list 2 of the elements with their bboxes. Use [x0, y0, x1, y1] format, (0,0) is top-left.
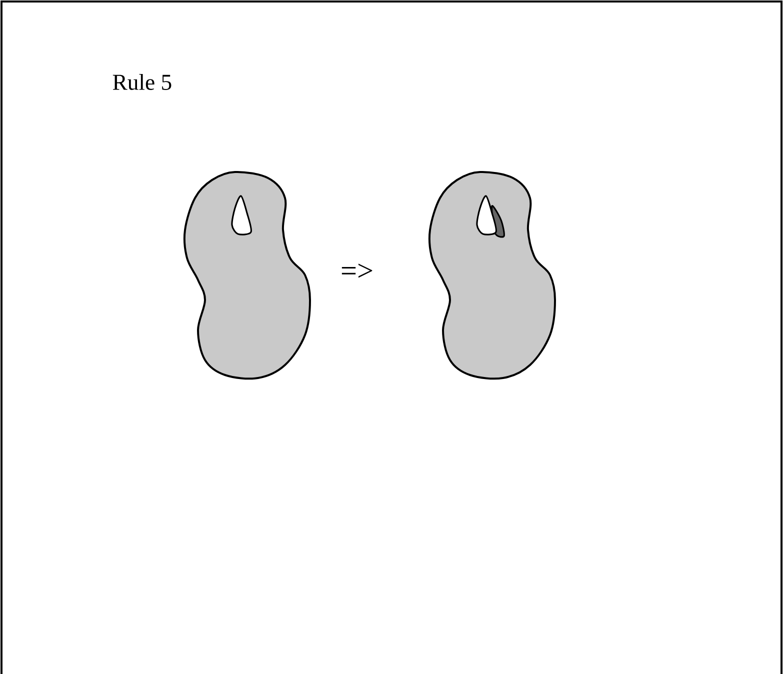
transform-symbol: => — [342, 264, 372, 278]
title: Rule 5 — [112, 74, 172, 90]
